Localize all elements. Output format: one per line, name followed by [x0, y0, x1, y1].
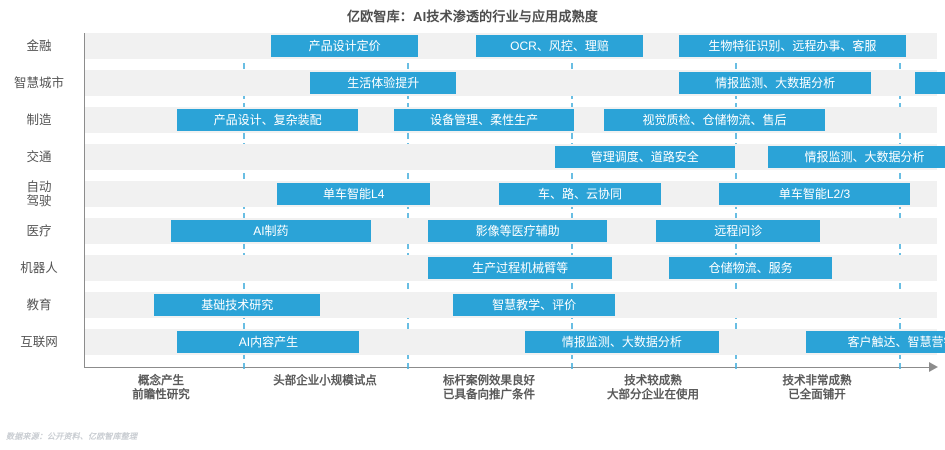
x-tick-label-2: 头部企业小规模试点: [273, 375, 377, 387]
x-tick-label-1: 概念产生前瞻性研究: [132, 375, 190, 401]
bar-segment[interactable]: 生物特征识别、远程办事、客服: [679, 35, 906, 57]
bar-segment[interactable]: 仓储物流、服务: [669, 257, 832, 279]
bar-segment[interactable]: 情报监测、大数据分析: [767, 146, 945, 168]
bar-segment[interactable]: 管理调度、道路安全: [554, 146, 735, 168]
x-tick-label-4: 技术较成熟大部分企业在使用: [607, 375, 699, 401]
bar-segment[interactable]: 产品设计定价: [270, 35, 419, 57]
y-axis-line: [84, 33, 85, 367]
bar-segment[interactable]: 情报监测、大数据分析: [525, 331, 719, 353]
chart-row: 生产过程机械臂等 仓储物流、服务: [85, 255, 937, 281]
bar-segment[interactable]: 智慧教学、评价: [452, 294, 616, 316]
x-axis-line: [84, 367, 929, 368]
chart-row: 生活体验提升 情报监测、大数据分析 安防: [85, 70, 945, 96]
chart-row: AI制药 影像等医疗辅助 远程问诊: [85, 218, 937, 244]
bar-segment[interactable]: 客户触达、智慧营销: [805, 331, 945, 353]
chart-row: 管理调度、道路安全 情报监测、大数据分析: [85, 144, 945, 170]
bar-segment[interactable]: OCR、风控、理赔: [475, 35, 644, 57]
bar-segment[interactable]: 影像等医疗辅助: [428, 220, 608, 242]
bar-segment[interactable]: 设备管理、柔性生产: [393, 109, 575, 131]
x-tick-label-3: 标杆案例效果良好已具备向推广条件: [443, 375, 535, 401]
bar-segment[interactable]: 视觉质检、仓储物流、售后: [603, 109, 826, 131]
row-label-交通: 交通: [26, 150, 52, 164]
bar-segment[interactable]: 生产过程机械臂等: [428, 257, 612, 279]
bar-segment[interactable]: 远程问诊: [656, 220, 821, 242]
row-label-制造: 制造: [26, 113, 52, 127]
bar-segment[interactable]: 基础技术研究: [154, 294, 321, 316]
chart-row: 基础技术研究 智慧教学、评价: [85, 292, 937, 318]
page-title: 亿欧智库：AI技术渗透的行业与应用成熟度: [346, 9, 598, 24]
bar-segment[interactable]: 生活体验提升: [310, 72, 457, 94]
row-label-金融: 金融: [26, 39, 52, 53]
bar-segment[interactable]: AI内容产生: [177, 331, 360, 353]
source-note: 数据来源：公开资料、亿欧智库整理: [6, 432, 138, 441]
chart-row: AI内容产生 情报监测、大数据分析 客户触达、智慧营销: [85, 329, 945, 355]
bar-segment[interactable]: 安防: [915, 72, 945, 94]
chart-row: 产品设计定价 OCR、风控、理赔 生物特征识别、远程办事、客服: [85, 33, 937, 59]
bar-segment[interactable]: 车、路、云协同: [498, 183, 662, 205]
bar-segment[interactable]: 单车智能L2/3: [718, 183, 911, 205]
x-tick-label-5: 技术非常成熟已全面铺开: [782, 375, 852, 401]
bar-segment[interactable]: 产品设计、复杂装配: [177, 109, 358, 131]
bar-segment[interactable]: AI制药: [170, 220, 371, 242]
bar-segment[interactable]: 情报监测、大数据分析: [679, 72, 872, 94]
chart-row: 产品设计、复杂装配 设备管理、柔性生产 视觉质检、仓储物流、售后: [85, 107, 937, 133]
row-label-机器人: 机器人: [20, 261, 58, 275]
row-label-自动驾驶: 自动驾驶: [26, 180, 52, 208]
row-label-教育: 教育: [26, 298, 52, 312]
row-label-医疗: 医疗: [26, 224, 52, 238]
row-label-互联网: 互联网: [20, 335, 58, 349]
x-axis-arrow-icon: [929, 362, 938, 372]
row-label-智慧城市: 智慧城市: [13, 76, 64, 90]
bar-segment[interactable]: 单车智能L4: [277, 183, 430, 205]
chart-row: 单车智能L4 车、路、云协同 单车智能L2/3: [85, 181, 937, 207]
